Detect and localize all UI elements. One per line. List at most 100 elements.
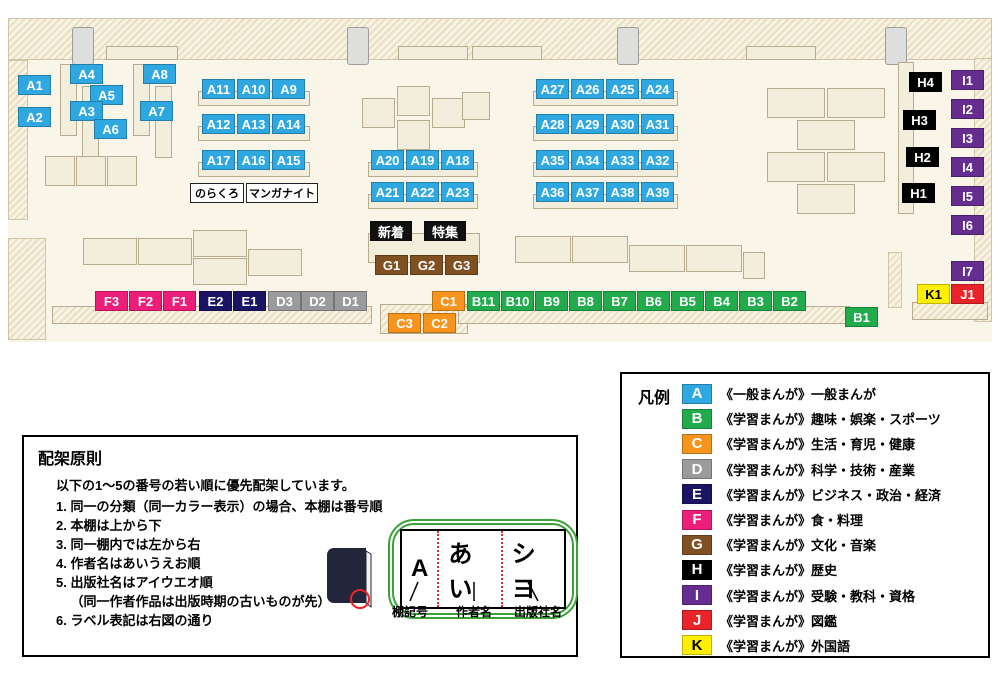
shelf-block xyxy=(746,46,816,60)
legend-key-J: J xyxy=(682,610,712,631)
map-label-I2: I2 xyxy=(951,99,984,119)
map-label-A8: A8 xyxy=(143,64,176,84)
map-label-B1: B1 xyxy=(845,307,878,327)
legend-key-A: A xyxy=(682,383,712,404)
map-label-D3: D3 xyxy=(268,291,301,311)
map-label-A25: A25 xyxy=(606,79,639,99)
principles-item: （同一作者作品は出版時期の古いものが先） xyxy=(56,594,331,609)
map-label-I5: I5 xyxy=(951,186,984,206)
map-label-F2: F2 xyxy=(129,291,162,311)
legend-label-K: 《学習まんが》外国語 xyxy=(720,638,851,654)
shelf-block xyxy=(76,156,106,186)
pillar xyxy=(347,27,369,65)
shelf-block xyxy=(432,98,465,128)
legend-row-I: I《学習まんが》受験・教科・資格 xyxy=(682,583,941,608)
principles-item: 1. 同一の分類（同一カラー表示）の場合、本棚は番号順 xyxy=(56,499,383,514)
map-label-G1: G1 xyxy=(375,255,408,275)
map-label-A29: A29 xyxy=(571,114,604,134)
legend-title: 凡例 xyxy=(638,390,671,407)
map-label-B6: B6 xyxy=(637,291,670,311)
shelf-block xyxy=(827,152,885,182)
map-label-D2: D2 xyxy=(301,291,334,311)
map-label-特集: 特集 xyxy=(424,221,466,241)
map-label-C2: C2 xyxy=(423,313,456,333)
map-label-I6: I6 xyxy=(951,215,984,235)
shelf-block xyxy=(45,156,75,186)
map-label-A14: A14 xyxy=(272,114,305,134)
map-label-A1: A1 xyxy=(18,75,51,95)
shelf-block xyxy=(797,120,855,150)
map-label-A31: A31 xyxy=(641,114,674,134)
shelf-block xyxy=(472,46,542,60)
map-label-A38: A38 xyxy=(606,182,639,202)
annotation-lines-icon xyxy=(409,581,539,602)
shelf-block xyxy=(248,249,302,276)
shelf-block xyxy=(686,245,742,272)
legend-label-J: 《学習まんが》図鑑 xyxy=(720,613,838,629)
map-label-A17: A17 xyxy=(202,150,235,170)
map-label-G3: G3 xyxy=(445,255,478,275)
shelf-block xyxy=(767,88,825,118)
map-label-B10: B10 xyxy=(501,291,534,311)
map-label-A6: A6 xyxy=(94,119,127,139)
legend-row-E: E《学習まんが》ビジネス・政治・経済 xyxy=(682,482,941,507)
map-label-A24: A24 xyxy=(641,79,674,99)
legend-key-B: B xyxy=(682,408,712,429)
legend-key-D: D xyxy=(682,459,712,480)
map-label-E2: E2 xyxy=(199,291,232,311)
map-label-A26: A26 xyxy=(571,79,604,99)
map-label-A15: A15 xyxy=(272,150,305,170)
legend-row-F: F《学習まんが》食・料理 xyxy=(682,507,941,532)
shelf-block xyxy=(193,230,247,257)
map-label-A36: A36 xyxy=(536,182,569,202)
wall-hatch xyxy=(8,60,28,220)
map-label-F3: F3 xyxy=(95,291,128,311)
map-label-A13: A13 xyxy=(237,114,270,134)
map-label-B2: B2 xyxy=(773,291,806,311)
annotation-shelf-code: 棚記号 xyxy=(392,605,429,619)
legend-row-J: J 《学習まんが》図鑑 xyxy=(682,608,941,633)
shelf-block xyxy=(398,46,468,60)
map-label-H2: H2 xyxy=(906,147,939,167)
shelf-block xyxy=(397,120,430,150)
wall-hatch xyxy=(8,238,46,340)
legend-row-G: G《学習まんが》文化・音楽 xyxy=(682,532,941,557)
principles-item: 5. 出版社名はアイウエオ順 xyxy=(56,575,213,590)
map-label-A23: A23 xyxy=(441,182,474,202)
legend-label-I: 《学習まんが》受験・教科・資格 xyxy=(720,588,916,604)
map-label-H4: H4 xyxy=(909,72,942,92)
map-label-H3: H3 xyxy=(903,110,936,130)
wall-hatch xyxy=(888,252,902,308)
shelf-block xyxy=(193,258,247,285)
label-position-circle-icon xyxy=(350,589,370,609)
map-label-D1: D1 xyxy=(334,291,367,311)
principles-intro: 以下の1〜5の番号の若い順に優先配架しています。 xyxy=(56,478,355,493)
map-label-A22: A22 xyxy=(406,182,439,202)
legend-label-C: 《学習まんが》生活・育児・健康 xyxy=(720,437,916,453)
map-label-K1: K1 xyxy=(917,284,950,304)
map-label-I7: I7 xyxy=(951,261,984,281)
map-label-A32: A32 xyxy=(641,150,674,170)
map-label-A34: A34 xyxy=(571,150,604,170)
legend-key-E: E xyxy=(682,484,712,505)
map-label-A27: A27 xyxy=(536,79,569,99)
legend-key-F: F xyxy=(682,509,712,530)
label-author-name: あい xyxy=(437,531,500,607)
shelf-block xyxy=(767,152,825,182)
legend-label-A: 《一般まんが》一般まんが xyxy=(720,387,877,403)
map-label-A35: A35 xyxy=(536,150,569,170)
legend-row-A: A 《一般まんが》一般まんが xyxy=(682,381,941,406)
map-label-A16: A16 xyxy=(237,150,270,170)
map-label-C1: C1 xyxy=(432,291,465,311)
map-label-A9: A9 xyxy=(272,79,305,99)
legend-key-G: G xyxy=(682,534,712,555)
map-label-のらくろ: のらくろ xyxy=(190,183,244,203)
annotation-publisher-name: 出版社名 xyxy=(514,605,563,619)
map-label-A11: A11 xyxy=(202,79,235,99)
legend-row-K: K《学習まんが》外国語 xyxy=(682,633,941,658)
map-label-A3: A3 xyxy=(70,101,103,121)
